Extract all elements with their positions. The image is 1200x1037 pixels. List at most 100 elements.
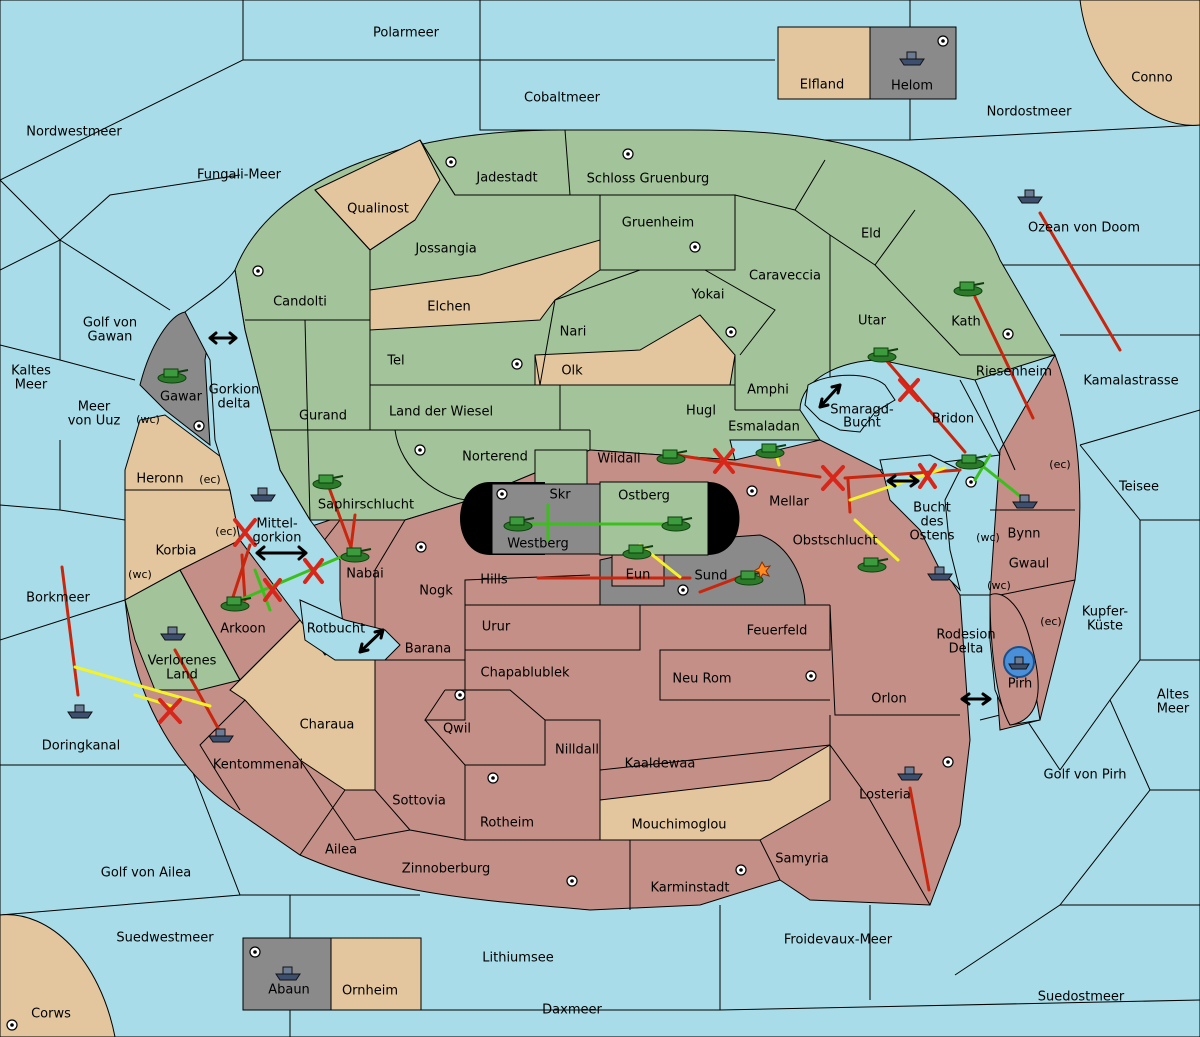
tank-icon: [503, 516, 535, 532]
label-meer-von-uuz-2: von Uuz: [68, 414, 121, 429]
battleship-icon: [1012, 494, 1038, 509]
label-chapablublek: Chapablublek: [481, 666, 570, 681]
label-daxmeer: Daxmeer: [542, 1003, 602, 1018]
label-doringkanal: Doringkanal: [42, 739, 121, 754]
label-skr: Skr: [549, 488, 571, 503]
label-bucht-ostens-1: Bucht: [913, 501, 951, 516]
battleship-icon: [927, 566, 953, 581]
label-gruenheim: Gruenheim: [622, 216, 694, 231]
tank-icon: [220, 596, 252, 612]
label-mittelgorkion-1: Mittel-: [256, 517, 298, 532]
label-verlorenes-1: Verlorenes: [148, 654, 217, 669]
supply-centers: [6, 35, 1014, 1031]
label-esmaladan: Esmaladan: [728, 420, 800, 435]
label-jadestadt: Jadestadt: [475, 171, 537, 186]
label-suedostmeer: Suedostmeer: [1038, 990, 1125, 1005]
label-froidevaux: Froidevaux-Meer: [784, 933, 893, 948]
supply-center-icon: [942, 756, 954, 768]
battleship-icon: [208, 728, 234, 743]
label-wildall: Wildall: [597, 452, 640, 467]
convoy-arrow-icon: [960, 692, 992, 706]
label-eun: Eun: [626, 568, 651, 583]
supply-center-icon: [622, 148, 634, 160]
label-caraveccia: Caraveccia: [749, 269, 821, 284]
label-coast-ec-korbia: (ec): [215, 525, 236, 538]
label-meer-von-uuz-1: Meer: [78, 400, 111, 415]
sea-bucht-des-ostens[interactable]: [879, 454, 961, 592]
label-kupfer-kueste-2: Küste: [1087, 619, 1123, 634]
label-rodesion-1: Rodesion: [936, 628, 995, 643]
tank-icon: [857, 557, 889, 573]
region-ornheim[interactable]: [330, 937, 422, 1011]
label-neu-rom: Neu Rom: [672, 672, 731, 687]
supply-center-icon: [937, 35, 949, 47]
failed-order-icon: [821, 465, 845, 491]
label-kupfer-kueste-1: Kupfer-: [1082, 605, 1128, 620]
failed-order-icon: [713, 448, 735, 474]
label-gorkion-delta-2: delta: [218, 397, 251, 412]
supply-center-icon: [965, 476, 977, 488]
label-kentommenai: Kentommenai: [213, 758, 303, 773]
region-conno[interactable]: [1079, 0, 1200, 126]
convoy-arrow-icon: [255, 545, 308, 561]
region-elfland[interactable]: [777, 26, 871, 100]
label-coast-ec-gwaul: (ec): [1040, 615, 1061, 628]
label-schloss-gruenburg: Schloss Gruenburg: [587, 172, 710, 187]
supply-center-icon: [487, 772, 499, 784]
labels: Polarmeer Cobaltmeer Nordwestmeer Fungal…: [11, 26, 1190, 1022]
label-smaragd-2: Bucht: [843, 416, 881, 431]
supply-center-icon: [689, 241, 701, 253]
region-ostberg-cap[interactable]: [708, 482, 740, 555]
region-elchen[interactable]: [369, 239, 601, 331]
label-lithiumsee: Lithiumsee: [482, 951, 553, 966]
label-kamalastrasse: Kamalastrasse: [1083, 374, 1178, 389]
label-cobaltmeer: Cobaltmeer: [524, 91, 601, 106]
label-mouchimoglou: Mouchimoglou: [631, 818, 726, 833]
label-obstschlucht: Obstschlucht: [793, 534, 878, 549]
label-gwaul: Gwaul: [1009, 557, 1050, 572]
battleship-icon: [275, 966, 301, 981]
label-zinnoberburg: Zinnoberburg: [402, 862, 490, 877]
region-corws[interactable]: [0, 914, 116, 1037]
label-sund: Sund: [695, 569, 728, 584]
failed-order-icon: [898, 378, 920, 402]
label-bucht-ostens-2: des: [920, 515, 943, 530]
label-helom: Helom: [891, 79, 933, 94]
battleship-icon: [250, 487, 276, 502]
label-abaun: Abaun: [268, 983, 310, 998]
label-amphi: Amphi: [747, 383, 789, 398]
label-elchen: Elchen: [427, 300, 470, 315]
label-qualinost: Qualinost: [347, 202, 409, 217]
supply-center-icon: [805, 670, 817, 682]
label-altes-meer-1: Altes: [1157, 688, 1190, 703]
supply-center-icon: [415, 541, 427, 553]
failed-order-icon: [918, 463, 937, 489]
label-urur: Urur: [482, 620, 511, 635]
supply-center-icon: [496, 488, 508, 500]
supply-center-icon: [414, 444, 426, 456]
label-rotbucht: Rotbucht: [307, 622, 365, 637]
supply-center-icon: [725, 326, 737, 338]
region-korbia[interactable]: [124, 489, 241, 601]
label-saphirschlucht: Saphirschlucht: [318, 498, 414, 513]
label-gorkion-delta-1: Gorkion: [209, 383, 260, 398]
tank-icon: [661, 516, 693, 532]
label-candolti: Candolti: [273, 295, 327, 310]
failed-order-icon: [233, 518, 257, 547]
failed-orders: [158, 378, 937, 724]
label-mellar: Mellar: [769, 495, 809, 510]
units: [67, 51, 1043, 981]
label-elfland: Elfland: [800, 78, 844, 93]
label-jossangia: Jossangia: [414, 242, 476, 257]
label-suedwestmeer: Suedwestmeer: [116, 931, 214, 946]
sea-smaragd[interactable]: [804, 374, 896, 433]
sea-rotbucht[interactable]: [299, 599, 401, 661]
label-nari: Nari: [560, 325, 587, 340]
label-teisee: Teisee: [1118, 480, 1159, 495]
convoy-arrow-icon: [208, 331, 238, 345]
battleship-icon: [1017, 189, 1043, 204]
label-rodesion-2: Delta: [949, 642, 984, 657]
label-qwil: Qwil: [443, 722, 471, 737]
land-borders: [179, 129, 1076, 910]
